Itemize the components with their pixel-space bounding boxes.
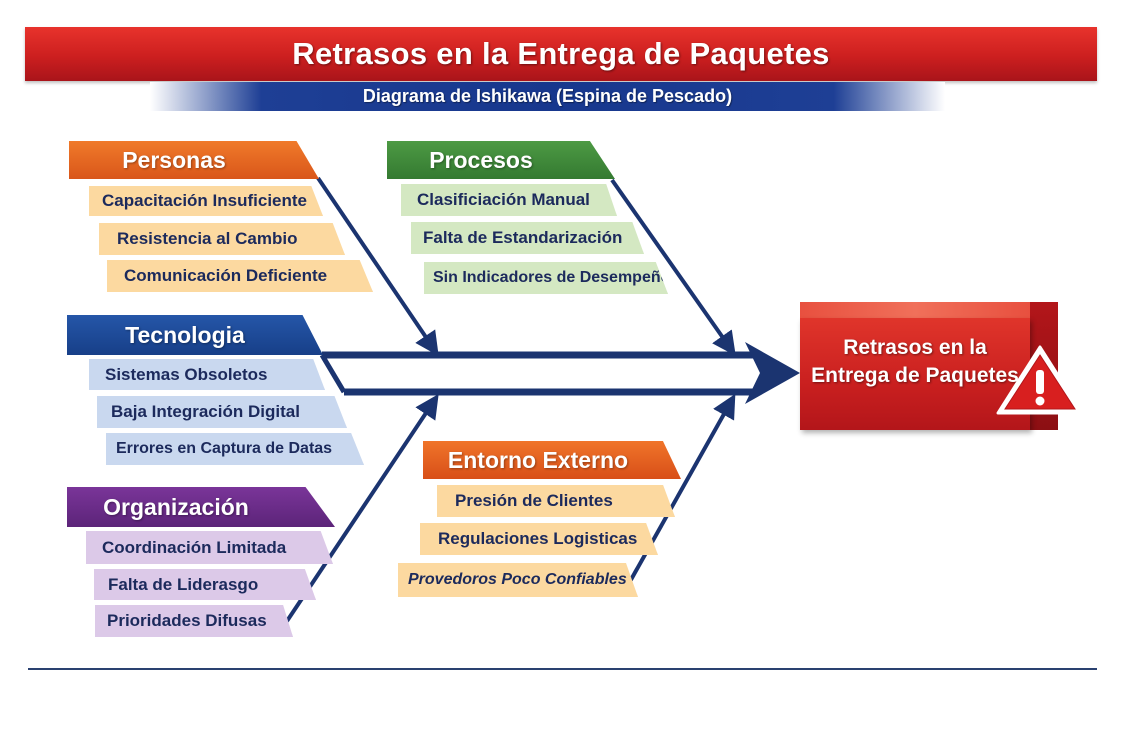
cause-regulaciones: Regulaciones Logisticas [420,523,658,555]
category-tecnologia-label: Tecnologia [125,321,245,348]
subtitle-bar: Diagrama de Ishikawa (Espina de Pescado) [150,82,945,111]
category-organizacion: Organización [67,487,335,527]
bone-personas [316,176,439,356]
cause-indicadores: Sin Indicadores de Desempeño [424,262,668,294]
category-entorno: Entorno Externo [423,441,681,479]
cause-presion: Presión de Clientes [437,485,675,517]
page-title: Retrasos en la Entrega de Paquetes [292,36,830,71]
title-banner: Retrasos en la Entrega de Paquetes [25,27,1097,81]
cause-captura: Errores en Captura de Datas [106,433,364,465]
effect-box-top [800,302,1030,318]
spine-tail-link [319,353,347,394]
category-personas-label: Personas [122,146,226,173]
spine-arrowhead [745,342,800,404]
footer-divider [28,668,1097,670]
page-subtitle: Diagrama de Ishikawa (Espina de Pescado) [362,86,733,106]
cause-coordinacion: Coordinación Limitada [86,531,333,564]
cause-liderasgo: Falta de Liderasgo [94,569,316,600]
cause-clasificacion: Clasificiación Manual [401,184,617,216]
cause-sistemas: Sistemas Obsoletos [89,359,325,390]
cause-comunicacion: Comunicación Deficiente [107,260,373,292]
effect-label: Retrasos en la Entrega de Paquetes [800,334,1030,390]
effect-box [800,318,1030,430]
category-tecnologia: Tecnologia [67,315,323,355]
category-personas: Personas [69,141,319,179]
category-procesos-label: Procesos [429,146,533,173]
spine [319,342,800,404]
bone-procesos [610,178,736,356]
cause-capacitacion: Capacitación Insuficiente [89,186,323,216]
cause-integracion: Baja Integración Digital [97,396,347,428]
effect-label-line2: Entrega de Paquetes [811,364,1019,387]
category-entorno-label: Entorno Externo [447,446,629,473]
effect-label-line1: Retrasos en la [843,336,987,359]
cause-resistencia: Resistencia al Cambio [99,223,345,255]
cause-provedoros: Provedoros Poco Confiables [398,563,638,597]
cause-estandarizacion: Falta de Estandarización [411,222,644,254]
category-procesos: Procesos [387,141,615,179]
warning-triangle-icon [996,345,1084,415]
cause-prioridades: Prioridades Difusas [95,605,293,637]
category-organizacion-label: Organización [103,493,249,520]
